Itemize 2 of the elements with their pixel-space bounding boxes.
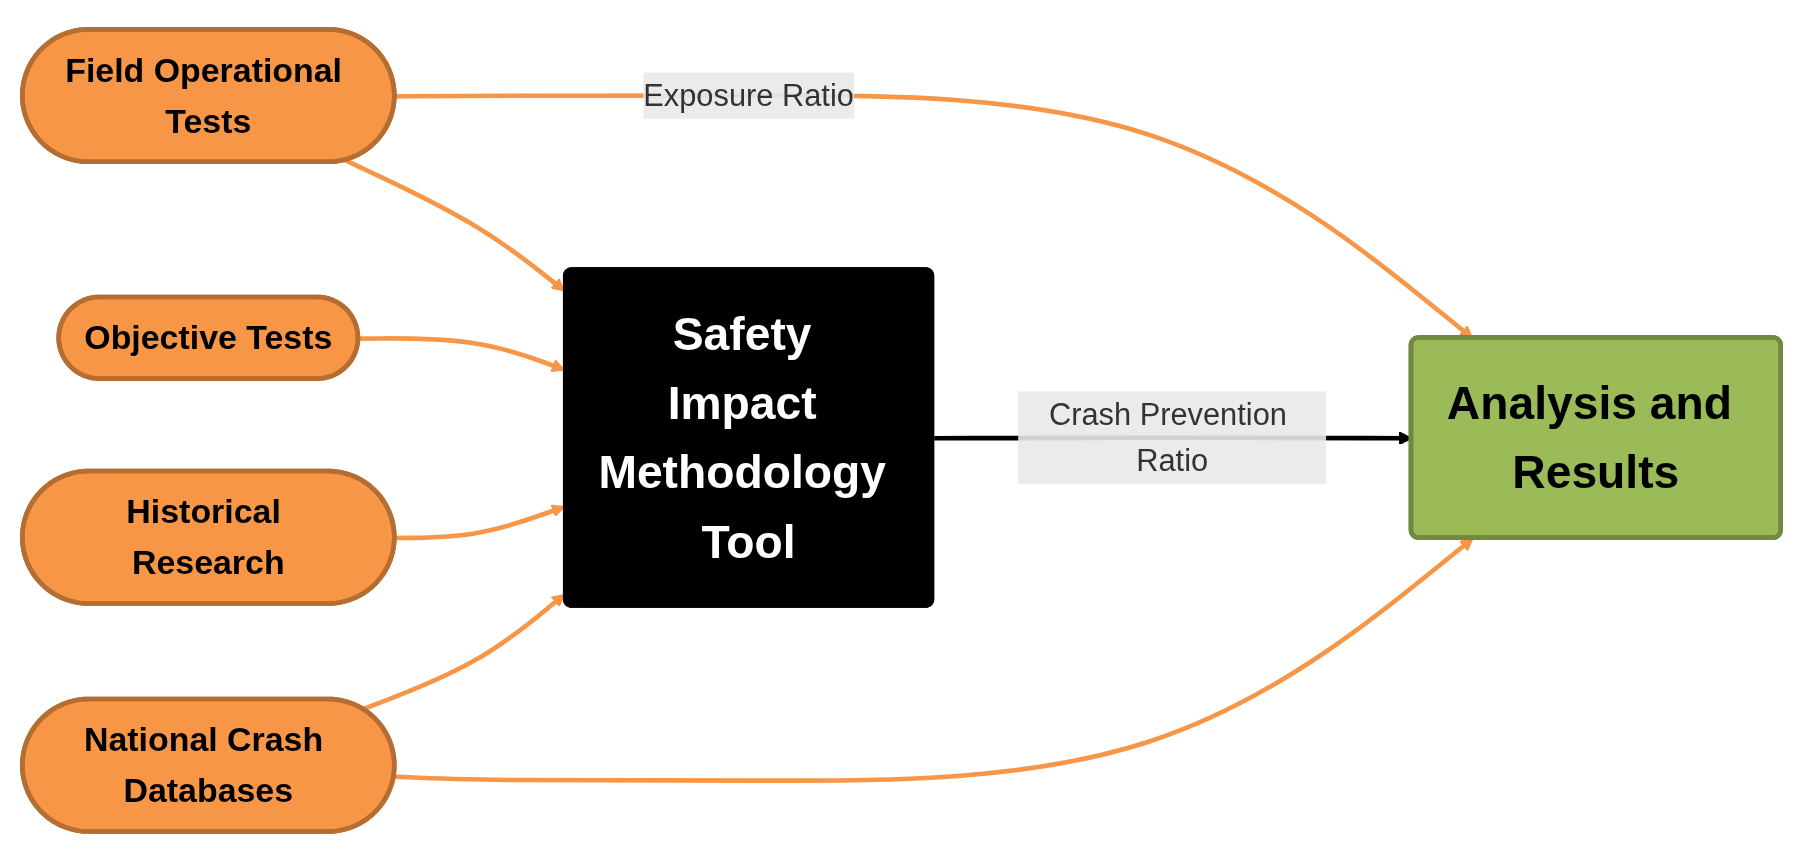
edge-label: Crash Prevention Ratio	[1048, 397, 1287, 478]
edge-label: Exposure Ratio	[643, 78, 854, 113]
